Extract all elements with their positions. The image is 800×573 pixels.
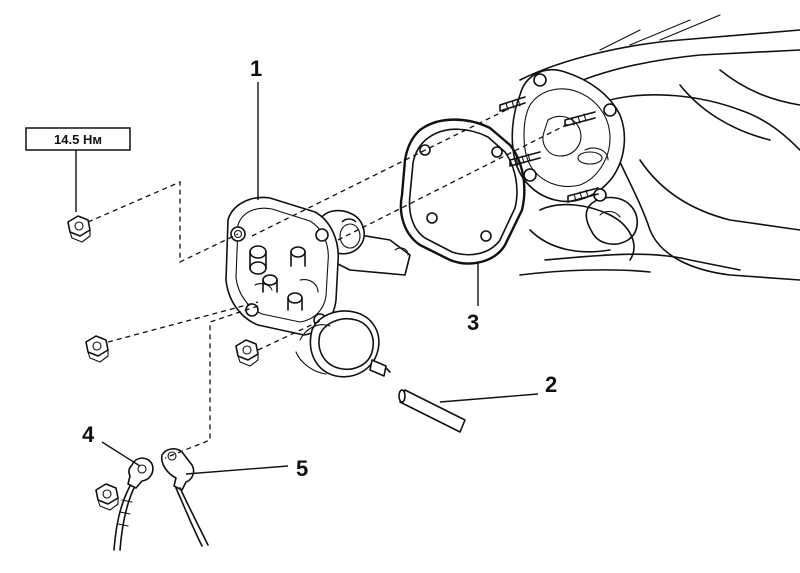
nut-bottom bbox=[95, 483, 119, 511]
rod-part-2 bbox=[398, 389, 466, 433]
dashed-assembly-lines bbox=[87, 107, 569, 459]
callout-4: 4 bbox=[82, 422, 95, 447]
callout-5: 5 bbox=[296, 456, 308, 481]
gasket-part-3 bbox=[399, 118, 526, 265]
nut-center bbox=[235, 339, 259, 367]
actuator-part-1 bbox=[225, 196, 411, 378]
wire-part-5 bbox=[160, 448, 209, 547]
leader-lines bbox=[75, 82, 539, 475]
callout-3: 3 bbox=[467, 310, 479, 335]
nut-left bbox=[85, 335, 109, 363]
torque-label: 14.5 Нм bbox=[54, 132, 102, 147]
engine-block bbox=[499, 14, 800, 281]
callout-1: 1 bbox=[250, 56, 262, 81]
wire-part-4 bbox=[113, 457, 154, 551]
callout-2: 2 bbox=[545, 372, 557, 397]
torque-box: 14.5 Нм bbox=[25, 127, 131, 151]
nut-top bbox=[67, 215, 91, 243]
